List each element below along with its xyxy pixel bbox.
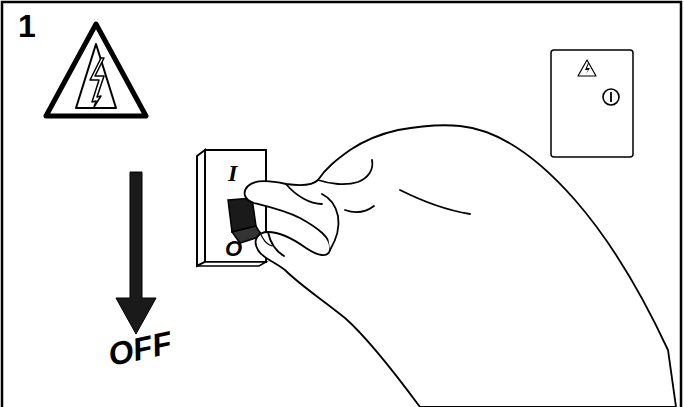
off-label: OFF (105, 326, 174, 371)
switch-plate (197, 150, 266, 266)
switch-off-mark: O (225, 238, 242, 260)
switch-on-mark: I (228, 161, 237, 185)
hand-drawing (245, 125, 676, 407)
device-panel (551, 50, 633, 157)
warning-symbol (46, 24, 146, 116)
down-arrow (116, 172, 156, 334)
figure-number: 1 (18, 10, 36, 42)
